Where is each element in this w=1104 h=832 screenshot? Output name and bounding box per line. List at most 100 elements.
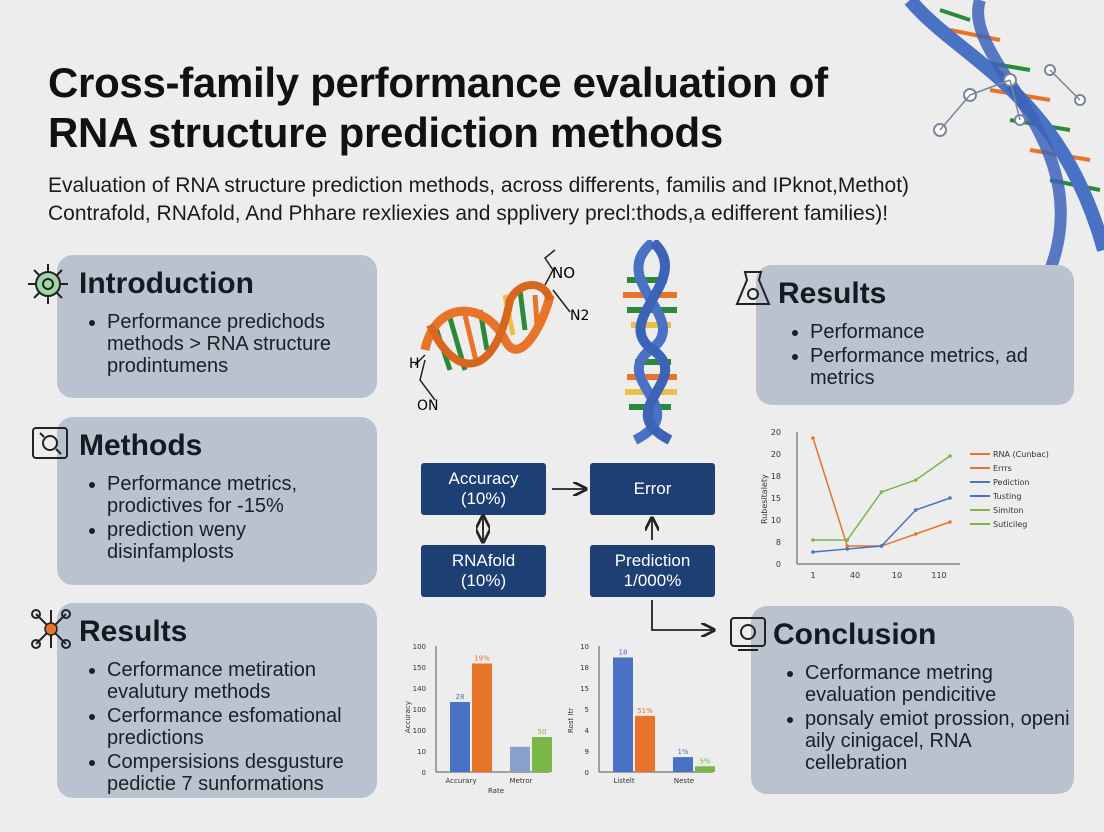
prediction-label: Prediction [614,551,691,570]
title-line-2: RNA structure prediction methods [48,109,723,156]
data-point [913,478,918,482]
y-axis-label: Accuracy [404,701,412,733]
conclusion-heading: Conclusion [773,618,937,651]
bar [472,663,492,772]
methods-item: prediction weny disinfamplosts [107,519,377,563]
results-right-heading: Results [778,277,887,310]
page-title: Cross-family performance evaluation of R… [48,58,948,158]
dna-helix-corner-illustration [904,0,1104,270]
y-tick-label: 10 [580,643,589,651]
y-tick-label: 100 [413,727,426,735]
data-point [948,454,952,458]
bar [673,757,693,772]
y-axis-label: Rubesitalety [760,474,769,524]
dashboard-icon [730,617,766,651]
title-line-1: Cross-family performance evaluation of [48,59,828,106]
subtitle-line-2: Contrafold, RNAfold, And Phhare rexliexi… [48,202,889,225]
x-tick-label: 1 [810,571,815,580]
molecule-label-no: NO [552,264,575,282]
rnafold-box: RNAfold (10%) [421,545,546,597]
data-point [879,490,884,494]
results-right-list: Performance Performance metrics, ad metr… [780,321,1074,391]
results-right-item: Performance [810,321,1074,343]
virus-gear-icon [28,264,68,304]
bar [450,702,470,772]
bar [613,657,633,772]
y-tick-label: 5 [585,706,589,714]
introduction-list: Performance predichods methods > RNA str… [77,311,377,379]
bar [532,737,552,772]
bar-value-label: 18 [619,648,628,656]
bar-value-label: 28 [456,693,465,701]
data-point [948,496,952,500]
y-tick-label: 0 [585,769,589,777]
results-right-panel: Results Performance Performance metrics,… [756,265,1074,405]
y-tick-label: 4 [585,727,590,735]
series-line [812,497,951,553]
accuracy-value: (10%) [460,489,507,508]
methods-panel: Methods Performance metrics, prodictives… [57,417,377,585]
bar-value-label: 50 [538,728,547,736]
y-tick-label: 140 [413,685,426,693]
x-tick-label: Listelt [613,777,634,785]
data-point [845,547,850,551]
bar-value-label: 51% [637,707,653,715]
bar [510,746,530,772]
results-left-heading: Results [79,615,188,648]
bar [635,715,655,772]
rnafold-label: RNAfold [451,551,516,570]
y-tick-label: 9 [585,748,589,756]
molecule-label-h: H [409,356,420,372]
error-box: Error [590,463,715,515]
subtitle-line-1: Evaluation of RNA structure prediction m… [48,174,910,197]
data-point [845,538,850,542]
error-label: Error [633,479,672,498]
data-point [811,436,815,440]
y-tick-label: 18 [771,472,781,481]
rna-helix-illustration: NO N2 H ON [409,240,677,445]
data-point [913,532,918,536]
rnafold-value: (10%) [460,571,507,590]
legend-label: Pediction [993,478,1029,487]
results-left-panel: Results Cerformance metiration evalutury… [57,603,377,798]
y-tick-label: 10 [771,516,781,525]
bar-value-label: 5% [699,757,710,765]
results-right-item: Performance metrics, ad metrics [810,345,1074,389]
legend-label: Tusting [992,492,1021,501]
arrow-to-conclusion [651,600,712,630]
results-left-list: Cerformance metiration evalutury methods… [77,659,377,797]
molecule-label-n2: N2 [570,308,589,324]
legend-label: RNA (Cunbac) [993,450,1049,459]
y-axis-label: Rost Itr [567,708,575,733]
molecule-label-on: ON [417,398,439,414]
methods-list: Performance metrics, prodictives for -15… [77,473,377,565]
x-axis-label: Rate [488,787,504,795]
y-tick-label: 100 [413,643,426,651]
methods-item: Performance metrics, prodictives for -15… [107,473,377,517]
accuracy-box: Accuracy (10%) [421,463,546,515]
prediction-box: Prediction 1/000% [590,545,715,597]
y-tick-label: 15 [580,685,589,693]
x-tick-label: Neste [674,777,694,785]
conclusion-item: ponsaly emiot prossion, openi aily cinig… [805,708,1074,774]
y-tick-label: 0 [422,769,426,777]
data-point [811,550,815,554]
y-tick-label: 15 [771,494,781,503]
conclusion-list: Cerformance metring evaluation pendiciti… [775,662,1074,776]
lab-screen-icon [32,427,68,459]
data-point [845,544,850,548]
data-point [879,544,884,548]
y-tick-label: 150 [413,664,426,672]
data-point [811,538,815,542]
molecule-network-icon [31,609,71,649]
lab-flask-icon [735,271,771,305]
y-tick-label: 10 [417,748,426,756]
y-tick-label: 20 [771,450,781,459]
legend-label: Simiton [993,506,1023,515]
results-left-item: Compersisions desgusture pedictie 7 sunf… [107,751,377,795]
data-point [948,520,952,524]
bar-value-label: 19% [474,655,490,663]
y-tick-label: 20 [771,428,781,437]
